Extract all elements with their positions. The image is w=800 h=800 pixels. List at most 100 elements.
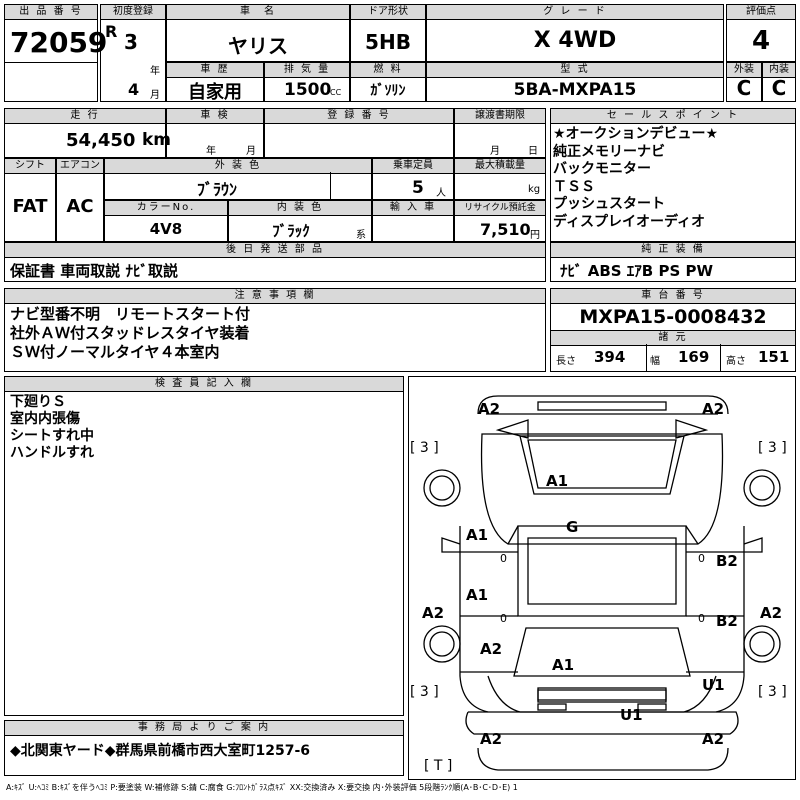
mark-r-rear-door: B2 bbox=[716, 612, 738, 630]
reg-no-header: 登 録 番 号 bbox=[264, 108, 454, 124]
ext-color-header: 外 装 色 bbox=[104, 158, 372, 174]
mark-l-front-fender: A2 bbox=[422, 604, 445, 622]
length: 394 bbox=[594, 348, 626, 366]
ac: AC bbox=[66, 196, 94, 217]
displacement: 1500 bbox=[284, 80, 332, 100]
equip: ﾅﾋﾞ ABS ｴｱB PS PW bbox=[560, 262, 714, 280]
notes-header: 注 意 事 項 欄 bbox=[4, 288, 546, 304]
mark-l-front-door: A1 bbox=[466, 526, 489, 544]
lot-number: 72059 bbox=[10, 26, 108, 59]
int-color-unit: 系 bbox=[356, 230, 366, 241]
height-label: 高さ bbox=[726, 356, 746, 367]
reg-year: 3 bbox=[124, 30, 138, 54]
shift-header: シフト bbox=[4, 158, 56, 174]
door-type: 5HB bbox=[365, 30, 411, 54]
transfer-month: 月 bbox=[490, 146, 500, 157]
lot-header: 出 品 番 号 bbox=[4, 4, 98, 20]
inspection-month: 月 bbox=[246, 146, 256, 157]
mileage: 54,450 bbox=[66, 130, 136, 151]
mark-l-rear-door: A1 bbox=[466, 586, 489, 604]
mark-trunk: A1 bbox=[552, 656, 575, 674]
mark-r-front-door: B2 bbox=[716, 552, 738, 570]
car-name: ヤリス bbox=[228, 34, 288, 58]
zero-mark: 0 bbox=[698, 552, 705, 565]
grade-header: グ レ ー ド bbox=[426, 4, 724, 20]
int-grade: C bbox=[771, 76, 787, 100]
tire-fr: [ 3 ] bbox=[758, 440, 787, 456]
inspector-header: 検 査 員 記 入 欄 bbox=[4, 376, 404, 392]
inspector-line: 下廻りＳ bbox=[10, 394, 66, 410]
note-line: 社外ＡＷ付スタッドレスタイヤ装着 bbox=[10, 324, 250, 342]
notes-lines: ナビ型番不明 リモートスタート付 社外ＡＷ付スタッドレスタイヤ装着 ＳＷ付ノーマ… bbox=[10, 305, 250, 362]
ext-color: ﾌﾞﾗｳﾝ bbox=[196, 180, 237, 199]
tire-rl: [ 3 ] bbox=[410, 684, 439, 700]
door-header: ドア形状 bbox=[350, 4, 426, 20]
car-diagram-box bbox=[408, 376, 796, 780]
mark-rl-corner: A2 bbox=[480, 730, 503, 748]
equip-header: 純 正 装 備 bbox=[550, 242, 796, 258]
color-no-header: カラーNo. bbox=[104, 200, 228, 216]
mileage-header: 走 行 bbox=[4, 108, 166, 124]
ac-header: エアコン bbox=[56, 158, 104, 174]
sales-line: 純正メモリーナビ bbox=[553, 143, 665, 160]
score-header: 評価点 bbox=[726, 4, 796, 20]
int-color: ﾌﾞﾗｯｸ bbox=[272, 222, 310, 240]
dims-header: 諸 元 bbox=[550, 330, 796, 346]
inspector-line: 室内内張傷 bbox=[10, 411, 80, 427]
note-line: ナビ型番不明 リモートスタート付 bbox=[10, 305, 251, 323]
zero-mark: 0 bbox=[698, 612, 705, 625]
tire-spare: [ T ] bbox=[424, 758, 453, 774]
reg-month: 4 bbox=[128, 80, 140, 99]
length-label: 長さ bbox=[556, 356, 576, 367]
zero-mark: 0 bbox=[500, 612, 507, 625]
sales-line: ★オークションデビュー★ bbox=[553, 126, 719, 142]
width: 169 bbox=[678, 348, 710, 366]
tire-fl: [ 3 ] bbox=[410, 440, 439, 456]
mark-rr-corner: A2 bbox=[702, 730, 725, 748]
capacity: 5 bbox=[412, 178, 424, 198]
zero-mark: 0 bbox=[500, 552, 507, 565]
inspection-header: 車 検 bbox=[166, 108, 264, 124]
inspector-line: シートすれ中 bbox=[10, 428, 94, 444]
grade: X 4WD bbox=[533, 28, 617, 53]
displacement-header: 排 気 量 bbox=[264, 62, 350, 78]
fuel-header: 燃 料 bbox=[350, 62, 426, 78]
name-header: 車 名 bbox=[166, 4, 350, 20]
office-header: 事 務 局 よ り ご 案 内 bbox=[4, 720, 404, 736]
reg-month-unit: 月 bbox=[150, 90, 160, 101]
mark-fr-corner: A2 bbox=[702, 400, 725, 418]
first-reg-header: 初度登録 bbox=[100, 4, 166, 20]
model-header: 型 式 bbox=[426, 62, 724, 78]
inspector-lines: 下廻りＳ 室内内張傷 シートすれ中 ハンドルすれ bbox=[10, 394, 94, 462]
capacity-header: 乗車定員 bbox=[372, 158, 454, 174]
recycle-unit: 円 bbox=[530, 230, 540, 241]
sales-header: セ ー ル ス ポ イ ン ト bbox=[550, 108, 796, 124]
color-no: 4V8 bbox=[149, 220, 183, 238]
tire-rr: [ 3 ] bbox=[758, 684, 787, 700]
cc-unit: CC bbox=[330, 88, 342, 97]
note-line: ＳＷ付ノーマルタイヤ４本室内 bbox=[10, 343, 220, 361]
sales-points: ★オークションデビュー★ 純正メモリーナビ バックモニター ＴＳＳ プッシュスタ… bbox=[553, 126, 718, 231]
shift: FAT bbox=[12, 196, 48, 217]
load-unit: kg bbox=[528, 184, 541, 195]
width-label: 幅 bbox=[650, 356, 660, 367]
sales-line: プッシュスタート bbox=[553, 196, 665, 212]
chassis-number: MXPA15-0008432 bbox=[579, 306, 767, 328]
mark-hood: A1 bbox=[546, 472, 569, 490]
sales-line: ＴＳＳ bbox=[553, 178, 595, 195]
inspection-year: 年 bbox=[206, 146, 216, 157]
history: 自家用 bbox=[188, 82, 242, 103]
office-address: ◆北関東ヤード◆群馬県前橋市西大室町1257-6 bbox=[10, 743, 311, 759]
reg-year-unit: 年 bbox=[150, 66, 160, 77]
recycle-header: リサイクル預託金 bbox=[454, 200, 546, 216]
later-parts: 保証書 車両取説 ﾅﾋﾞ取説 bbox=[10, 262, 178, 280]
car-diagram bbox=[423, 395, 781, 771]
history-header: 車 歴 bbox=[166, 62, 264, 78]
height: 151 bbox=[758, 348, 790, 366]
mark-fl-corner: A2 bbox=[478, 400, 501, 418]
mileage-unit: km bbox=[142, 130, 172, 150]
fuel: ｶﾞｿﾘﾝ bbox=[370, 83, 406, 99]
load-header: 最大積載量 bbox=[454, 158, 546, 174]
import-header: 輸 入 車 bbox=[372, 200, 454, 216]
ext-grade: C bbox=[736, 76, 752, 100]
